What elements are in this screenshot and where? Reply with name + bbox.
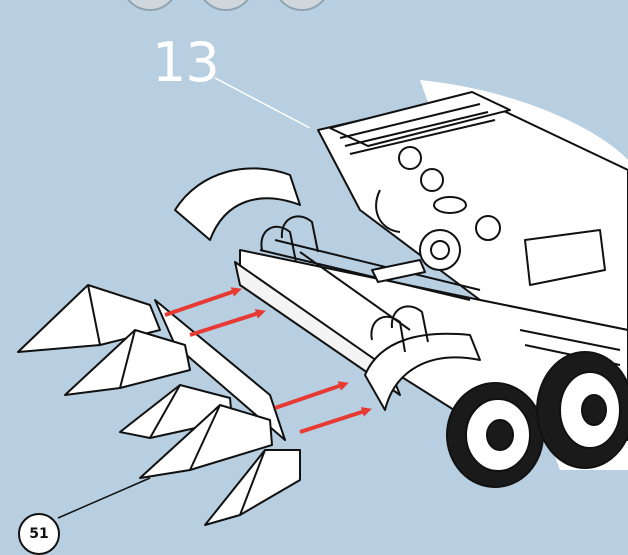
fork-prong (139, 404, 273, 479)
assembly-arrows (164, 287, 372, 434)
fork-backbar (154, 299, 286, 441)
side-box (524, 229, 606, 286)
prong-edges (87, 284, 266, 516)
detail-knob (475, 215, 501, 241)
marker-circle (203, 0, 249, 11)
arrow (299, 407, 372, 434)
wheel-front-hub (486, 419, 514, 451)
arrow (274, 381, 349, 410)
leader-line-51 (57, 477, 151, 519)
top-circle-markers (127, 0, 325, 11)
front-bar (234, 261, 401, 396)
shaft (371, 259, 426, 283)
part-number-text: 51 (29, 526, 49, 542)
vehicle-chassis (174, 91, 628, 441)
detail-knob (420, 168, 444, 192)
wheel-rear-hub (581, 394, 607, 426)
bail-hoop (390, 305, 429, 343)
arrow (189, 309, 266, 337)
marker-circle (127, 0, 173, 11)
flywheel-hub (430, 240, 450, 260)
fork-prong (17, 284, 161, 353)
bail-hoop (370, 315, 406, 353)
detail-knob (398, 146, 422, 170)
arrow (164, 287, 242, 317)
fork-prong (204, 449, 301, 526)
marker-circle (279, 0, 325, 11)
grille-lines (339, 103, 496, 155)
detail-disc (433, 196, 467, 214)
pipe (375, 189, 401, 233)
callout-step-13: 13 (152, 31, 220, 94)
part-number-badge: 51 (18, 513, 60, 555)
bail-hoop (280, 215, 319, 253)
leader-line-13 (214, 77, 311, 129)
part-51-fork (17, 284, 301, 526)
right-fender (364, 332, 481, 411)
left-fender (174, 167, 301, 241)
bail-hoop (260, 225, 297, 263)
wheels (446, 351, 628, 488)
